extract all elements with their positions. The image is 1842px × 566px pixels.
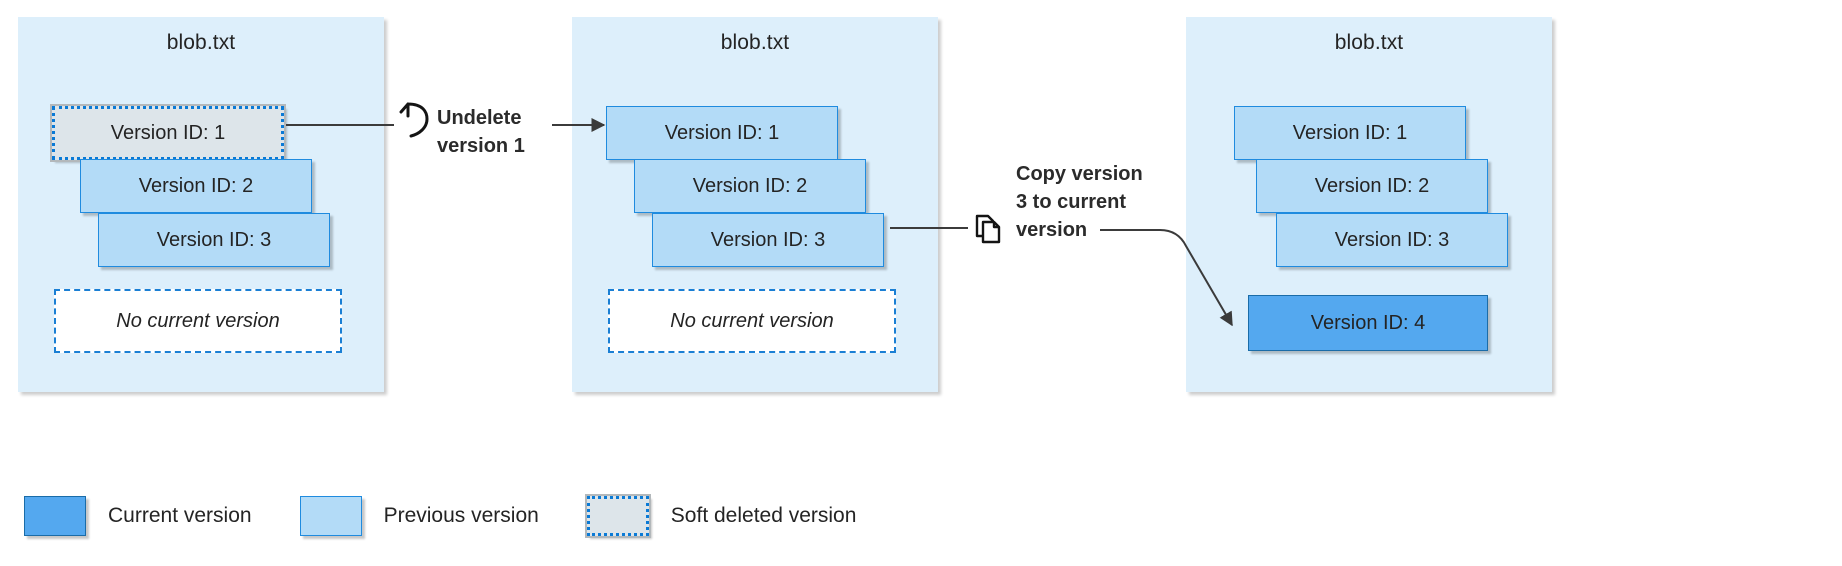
version-box-label: Version ID: 2 (138, 174, 254, 197)
legend-swatch-soft-deleted-version (584, 494, 651, 538)
annotation-undelete: Undelete version 1 (437, 104, 557, 160)
version-box-previous[interactable]: Version ID: 2 (1256, 159, 1488, 213)
no-current-version-placeholder: No current version (54, 289, 342, 353)
no-current-version-label: No current version (670, 309, 834, 332)
legend-item-previous-version: Previous version (299, 496, 539, 536)
annotation-undelete-line1: Undelete (437, 107, 522, 129)
version-box-label: Version ID: 4 (1310, 311, 1426, 334)
version-box-previous[interactable]: Version ID: 1 (1234, 106, 1466, 160)
version-box-label: Version ID: 1 (110, 121, 226, 144)
legend: Current version Previous version Soft de… (24, 494, 904, 538)
legend-swatch-previous-version (299, 496, 362, 536)
version-box-previous[interactable]: Version ID: 3 (98, 213, 330, 267)
annotation-copy-line1: Copy version (1016, 163, 1143, 185)
legend-item-current-version: Current version (24, 496, 252, 536)
version-box-label: Version ID: 3 (1334, 228, 1450, 251)
annotation-copy: Copy version 3 to current version (1016, 160, 1176, 244)
panel-title: blob.txt (1334, 31, 1404, 54)
annotation-copy-line2: 3 to current (1016, 191, 1127, 213)
version-box-label: Version ID: 2 (1314, 174, 1430, 197)
version-box-label: Version ID: 1 (1292, 121, 1408, 144)
legend-label: Previous version (383, 504, 539, 527)
no-current-version-label: No current version (116, 309, 280, 332)
version-box-soft-deleted[interactable]: Version ID: 1 (50, 104, 286, 162)
version-box-previous[interactable]: Version ID: 2 (634, 159, 866, 213)
panel-copied: blob.txt Version ID: 1 Version ID: 2 Ver… (1186, 17, 1552, 392)
version-box-label: Version ID: 3 (710, 228, 826, 251)
annotation-copy-line3: version (1016, 219, 1088, 241)
copy-icon (974, 213, 1006, 245)
annotation-undelete-line2: version 1 (437, 135, 525, 157)
version-box-previous[interactable]: Version ID: 3 (652, 213, 884, 267)
panel-undeleted: blob.txt Version ID: 1 Version ID: 2 Ver… (572, 17, 938, 392)
version-box-previous[interactable]: Version ID: 3 (1276, 213, 1508, 267)
undo-icon (399, 100, 433, 142)
no-current-version-placeholder: No current version (608, 289, 896, 353)
legend-label: Soft deleted version (670, 504, 857, 527)
version-box-current[interactable]: Version ID: 4 (1248, 295, 1488, 351)
panel-title: blob.txt (166, 31, 236, 54)
version-box-previous[interactable]: Version ID: 2 (80, 159, 312, 213)
version-box-previous[interactable]: Version ID: 1 (606, 106, 838, 160)
version-box-label: Version ID: 2 (692, 174, 808, 197)
panel-title: blob.txt (720, 31, 790, 54)
legend-item-soft-deleted-version: Soft deleted version (584, 494, 857, 538)
version-box-label: Version ID: 1 (664, 121, 780, 144)
panel-soft-deleted: blob.txt Version ID: 1 Version ID: 2 Ver… (18, 17, 384, 392)
version-box-label: Version ID: 3 (156, 228, 272, 251)
legend-swatch-current-version (24, 496, 86, 536)
legend-label: Current version (108, 504, 252, 527)
